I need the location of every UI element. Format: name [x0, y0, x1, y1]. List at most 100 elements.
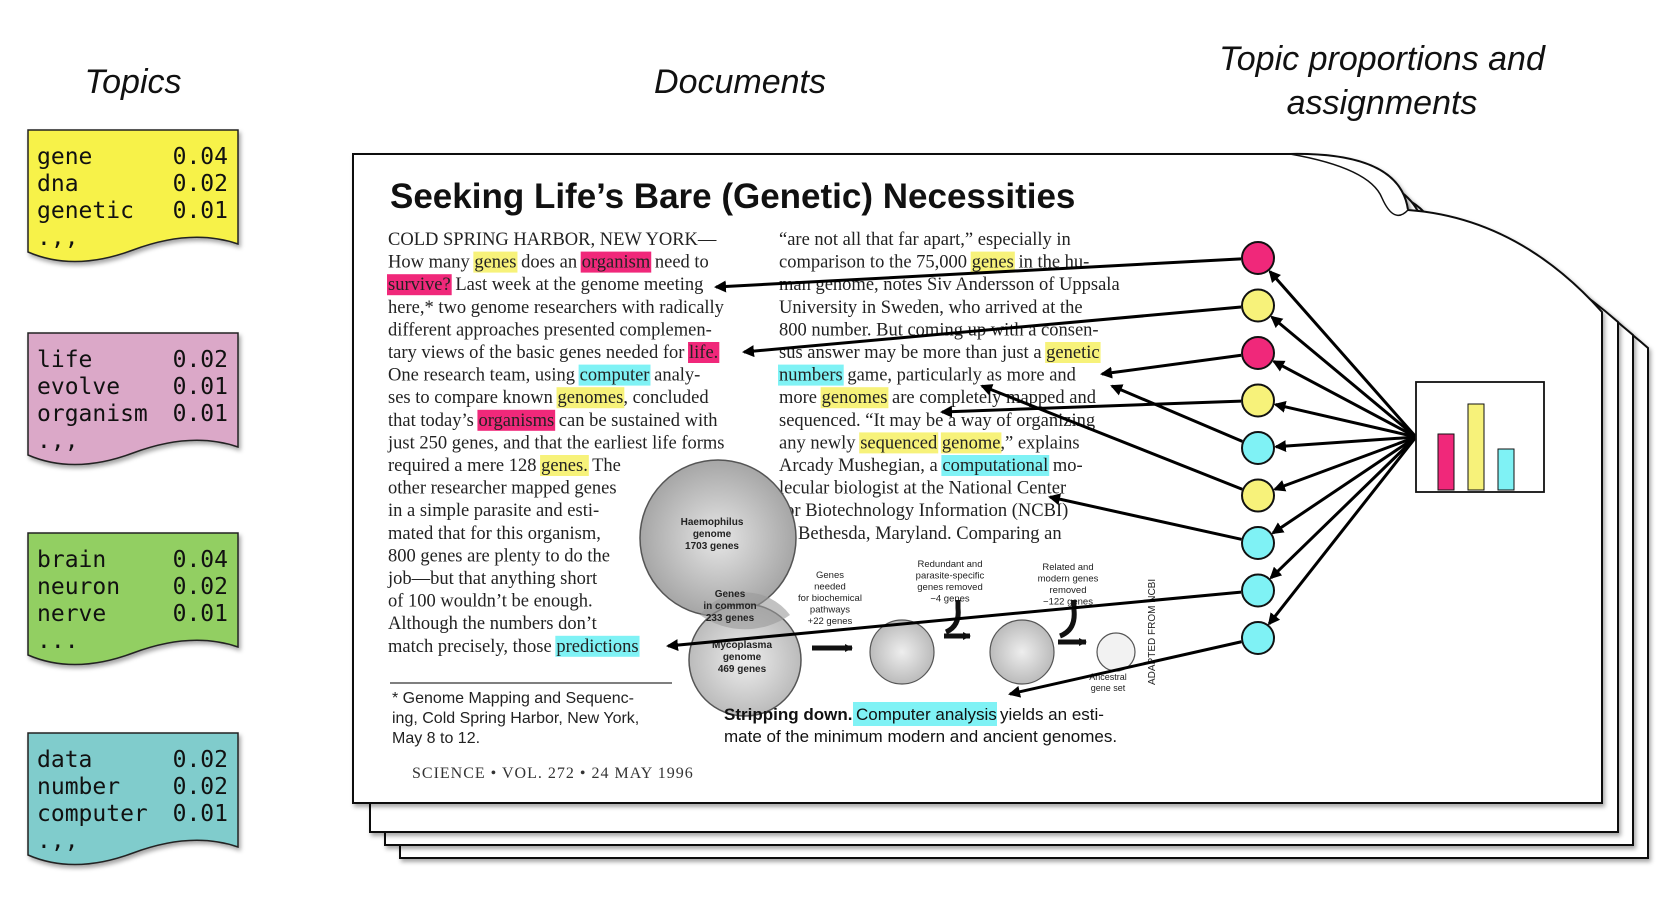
article-right-column-line: comparison to the 75,000 genes in the hu… — [779, 251, 1089, 273]
text-run: How many — [388, 253, 474, 273]
genes-needed-label: +22 genes — [808, 616, 853, 627]
highlighted-word: genetic — [1046, 343, 1099, 363]
article-text-line: here,* two genome researchers with radic… — [388, 298, 725, 318]
article-left-column-line: How many genes does an organism need to — [388, 251, 709, 273]
word-assignment-arrow — [980, 384, 1243, 491]
article-left-column-line: tary views of the basic genes needed for… — [388, 342, 720, 363]
topic-word: number — [37, 774, 120, 800]
highlighted-word: computational — [942, 456, 1048, 476]
text-run: sequenced. “It may be a way of organizin… — [779, 411, 1095, 431]
related-genes-label: modern genes — [1038, 574, 1099, 585]
text-run: Last week at the genome meeting — [451, 275, 704, 295]
topic-assignment-dot — [1241, 478, 1275, 513]
topic-word-probability: 0.01 — [173, 374, 228, 400]
word-highlight — [1045, 342, 1101, 363]
text-run: just 250 genes, and that the earliest li… — [387, 433, 725, 453]
text-run: man genome, notes Siv Andersson of Uppsa… — [779, 275, 1120, 295]
topic-word: computer — [37, 801, 148, 827]
text-run: job—but that anything short — [387, 569, 598, 589]
topic-word-probability: 0.04 — [173, 144, 228, 170]
article-text-line: required a mere 128 genes. The — [388, 456, 621, 476]
genes-needed-label: pathways — [810, 605, 850, 616]
text-run: COLD SPRING HARBOR, NEW YORK— — [388, 230, 717, 250]
word-assignment-arrow — [666, 590, 1242, 652]
mycoplasma-label: Mycoplasma — [712, 640, 772, 651]
topic-word: organism — [37, 401, 148, 427]
text-run: , concluded — [623, 388, 709, 408]
topic-word-probability: 0.02 — [173, 347, 228, 373]
proportion-arrow — [1267, 436, 1418, 626]
article-text-line: One research team, using computer analy- — [388, 366, 700, 386]
article-right-column-line: 800 number. But coming up with a consen- — [779, 320, 1099, 340]
redundant-genes-label: parasite-specific — [916, 571, 985, 582]
word-assignment-arrow — [940, 399, 1242, 418]
article-text-line: numbers game, particularly as more and — [779, 366, 1077, 386]
text-run: need to — [650, 253, 709, 273]
word-assignment-arrow — [1008, 640, 1242, 698]
article-right-column-line: more genomes are completely mapped and — [779, 387, 1097, 409]
genes-needed-label: Genes — [816, 570, 844, 581]
text-run: analy- — [649, 366, 700, 386]
article-text-line: tary views of the basic genes needed for… — [388, 343, 718, 363]
genes-256-circle — [869, 619, 935, 685]
article-text-line: survive? Last week at the genome meeting — [388, 275, 703, 295]
topic-word-probability: 0.01 — [173, 601, 228, 627]
text-run: can be sustained with — [554, 411, 717, 431]
word-highlight — [820, 387, 889, 409]
text-run: ses to compare known — [388, 388, 558, 408]
topic-proportion-bar — [1437, 433, 1455, 491]
topic-ellipsis: ... — [37, 628, 79, 654]
topic-word: data — [37, 747, 92, 773]
article-text-line: in a simple parasite and esti- — [388, 501, 599, 521]
article-left-column-line: One research team, using computer analy- — [388, 364, 700, 386]
genes-needed-label: for biochemical — [798, 593, 862, 604]
article-right-column-line: man genome, notes Siv Andersson of Uppsa… — [779, 275, 1120, 295]
mycoplasma-label: genome — [723, 652, 762, 663]
topic-assignment-dot — [1241, 526, 1275, 560]
text-run: any newly — [779, 433, 860, 453]
figure-caption: Stripping down. Computer analysis yields… — [724, 702, 1117, 746]
article-left-column-line: mated that for this organism, — [388, 524, 601, 544]
word-highlight — [578, 364, 651, 386]
highlighted-word: genomes — [558, 388, 624, 408]
highlighted-word: genomes — [822, 388, 888, 408]
proportion-arrow — [1268, 269, 1418, 438]
word-assignment-arrow — [714, 257, 1242, 293]
article-title: Seeking Life’s Bare (Genetic) Necessitie… — [390, 177, 1075, 216]
common-overlap — [700, 592, 790, 630]
topic-word: dna — [37, 171, 79, 197]
text-run: 800 number. But coming up with a consen- — [779, 320, 1099, 340]
word-highlight — [556, 387, 625, 409]
text-run: The — [588, 456, 621, 476]
article-right-column-line: lecular biologist at the National Center — [779, 479, 1066, 499]
word-highlight — [688, 342, 720, 363]
article-text-line: sus answer may be more than just a genet… — [779, 343, 1100, 363]
caption-bold: Stripping down. — [724, 705, 852, 724]
text-run: University in Sweden, who arrived at the — [779, 298, 1083, 318]
article-right-column-line: sequenced. “It may be a way of organizin… — [779, 411, 1095, 431]
topic-word: genetic — [37, 198, 134, 224]
common-genes-label: Genes — [715, 589, 746, 600]
highlighted-word: sequenced — [860, 433, 938, 453]
text-run: mo- — [1048, 456, 1082, 476]
topic-word-probability: 0.02 — [173, 747, 228, 773]
highlighted-word: genes. — [541, 456, 588, 476]
article-text-line: 800 number. But coming up with a consen- — [779, 320, 1099, 340]
text-run: match precisely, those — [388, 637, 556, 657]
highlighted-word: survive? — [388, 275, 451, 295]
text-run: more — [779, 388, 822, 408]
word-highlight — [941, 455, 1050, 476]
topic-proportions-histogram — [1415, 381, 1545, 493]
article-text-line: mated that for this organism, — [388, 524, 601, 544]
text-run: required a mere 128 — [388, 456, 541, 476]
text-run: in a simple parasite and esti- — [388, 501, 599, 521]
article-left-column-line: 800 genes are plenty to do the — [388, 546, 610, 566]
redundant-genes-label: −4 genes — [930, 594, 970, 605]
caption-rest-2: mate of the minimum modern and ancient g… — [724, 727, 1117, 746]
article-text-line: How many genes does an organism need to — [388, 253, 709, 273]
topic-word: brain — [37, 547, 106, 573]
